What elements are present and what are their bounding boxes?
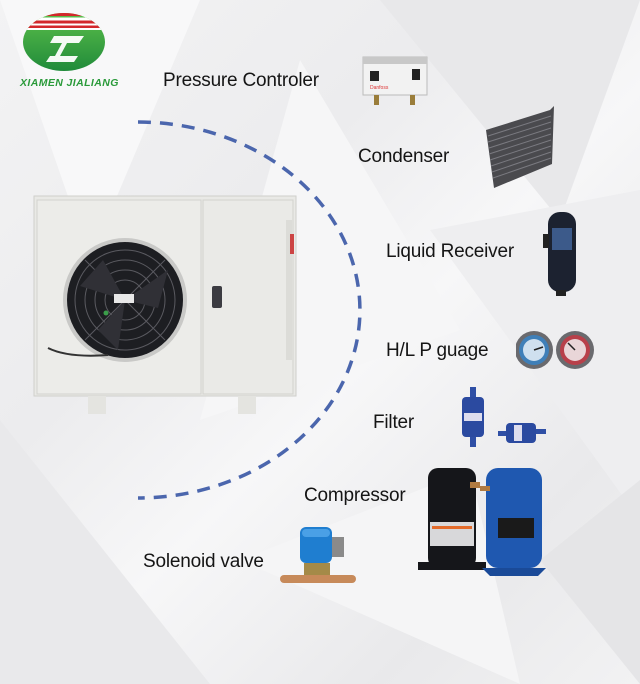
- condensing-unit-image: [28, 190, 300, 422]
- label-compressor: Compressor: [304, 485, 406, 506]
- warning-label: [290, 234, 294, 254]
- company-logo: [22, 12, 106, 72]
- compressor-icon: [418, 468, 546, 576]
- svg-text:Danfoss: Danfoss: [370, 85, 389, 91]
- filter-drier-icon: [462, 387, 546, 447]
- condenser-coil-icon: [486, 106, 554, 188]
- label-liquid-receiver: Liquid Receiver: [386, 241, 514, 262]
- logo-emblem-icon: [23, 13, 105, 71]
- company-name: XIAMEN JIALIANG: [20, 77, 119, 89]
- solenoid-valve-icon: [280, 527, 356, 583]
- label-pressure-controller: Pressure Controler: [163, 70, 319, 91]
- pressure-controller-icon: Danfoss: [362, 56, 428, 105]
- pressure-gauges-icon: [516, 331, 594, 369]
- label-pressure-gauges: H/L P guage: [386, 340, 489, 361]
- label-solenoid-valve: Solenoid valve: [143, 551, 264, 572]
- label-condenser: Condenser: [358, 146, 450, 167]
- liquid-receiver-icon: [543, 212, 576, 296]
- label-filter: Filter: [373, 412, 415, 433]
